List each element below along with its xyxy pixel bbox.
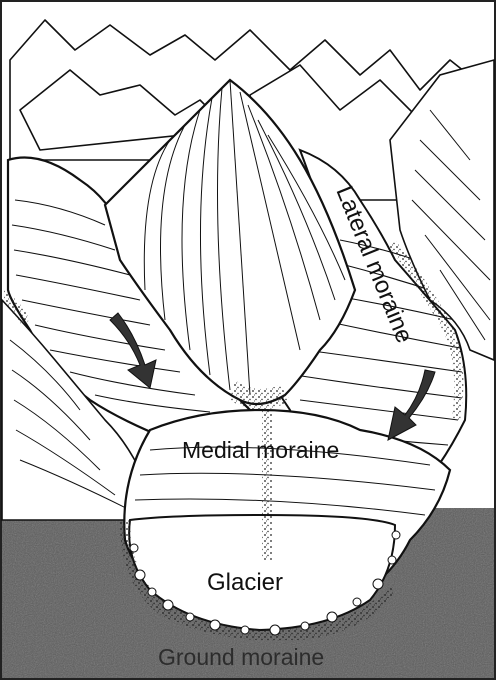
ground-moraine-label: Ground moraine — [158, 644, 324, 670]
glacier-label: Glacier — [207, 569, 283, 596]
medial-moraine-label: Medial moraine — [182, 437, 339, 463]
